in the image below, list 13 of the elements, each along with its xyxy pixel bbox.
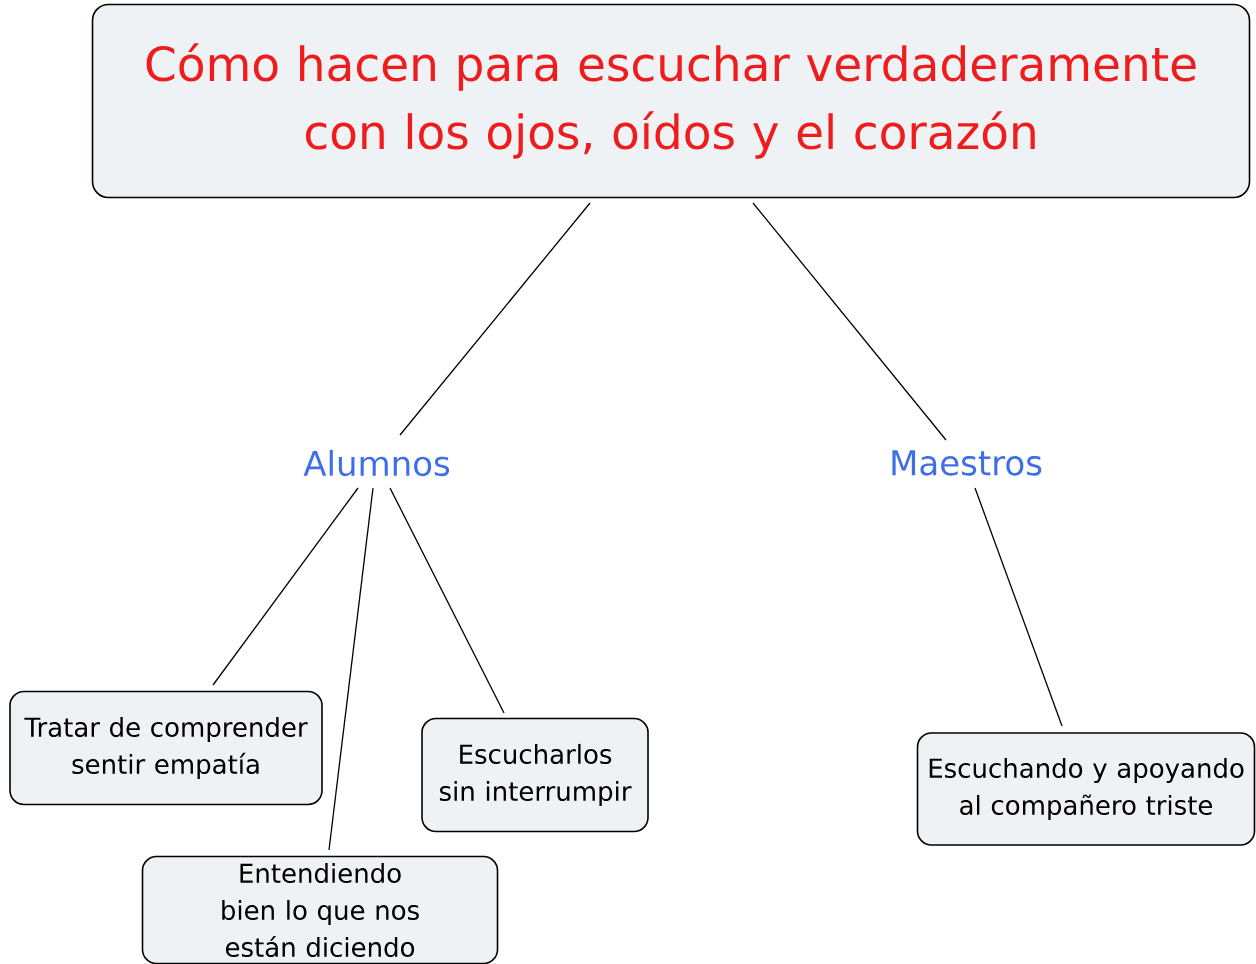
concept-box: Escuchando y apoyando al compañero triste xyxy=(916,732,1256,846)
concept-box: Tratar de comprender sentir empatía xyxy=(9,690,323,806)
concept-label: Alumnos xyxy=(303,449,450,477)
connector-line xyxy=(399,202,591,436)
concept-box: Entendiendo bien lo que nos están diciendo xyxy=(141,855,499,964)
concept-box: Escucharlos sin interrumpir xyxy=(421,717,649,833)
connector-line xyxy=(974,487,1063,727)
title-box: Cómo hacen para escuchar verdaderamente con los ojos, oídos y el corazón xyxy=(91,3,1251,199)
connector-line xyxy=(212,487,359,686)
connector-line xyxy=(328,487,374,851)
connector-line xyxy=(389,487,505,714)
concept-label: Maestros xyxy=(892,450,1042,476)
connector-line xyxy=(752,202,947,441)
